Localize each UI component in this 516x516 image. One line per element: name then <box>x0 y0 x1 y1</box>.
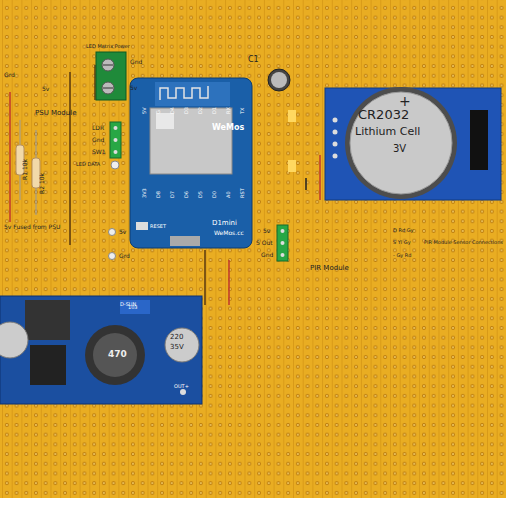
label-text: - Gy Rd <box>393 253 411 258</box>
label-text: LED Matrix Power <box>86 44 130 49</box>
label-text: CR2032 <box>358 108 409 121</box>
label-text: 5V <box>142 107 147 114</box>
label-text: Grd <box>4 72 15 78</box>
label-text: 5v Fused from PSU <box>4 224 60 230</box>
label-text: PIR Module <box>310 265 349 272</box>
label-text: C1 <box>248 56 259 64</box>
psu-module: PSU Module47022035VD-SUN103OUT+ <box>0 296 202 416</box>
label-text: D7 <box>170 191 175 198</box>
label-text: D5 <box>198 191 203 198</box>
label-text: RESET <box>150 224 166 229</box>
label-text: D1 <box>212 107 217 114</box>
label-text: R2 10k <box>39 173 45 194</box>
label-text: Lithium Cell <box>355 126 420 137</box>
label-text: WeMos.cc <box>214 230 244 236</box>
label-text: D2 <box>198 107 203 114</box>
label-text: D3 <box>184 107 189 114</box>
label-text: 220 <box>170 334 183 341</box>
label-text: Grd <box>119 253 130 259</box>
label-text: D4 <box>170 107 175 114</box>
label-text: 5v <box>130 85 137 91</box>
label-text: LED DATA <box>76 162 100 167</box>
label-text: PSU Module <box>35 110 76 117</box>
wemos-d1-mini: 5V G D4 D3 D2 D1 RX TX 3V3 D8 D7 D6 D5 D0 A0 RST WeMosD1… <box>130 78 252 248</box>
label-text: D1mini <box>212 220 237 227</box>
label-text: PIR Module Sensor Connections <box>424 240 503 245</box>
label-text: LDR <box>92 125 104 131</box>
label-text: D6 <box>184 191 189 198</box>
label-text: TX <box>240 108 245 114</box>
label-text: S Yl Gy <box>393 240 411 245</box>
label-text: 103 <box>128 305 138 310</box>
rtc-module: +CR2032Lithium Cell 3V <box>325 88 501 200</box>
label-text: D0 <box>212 191 217 198</box>
label-text: Gnd <box>130 59 142 65</box>
label-text: SW1 <box>92 149 106 155</box>
label-text: R1 10k <box>22 159 28 180</box>
label-text: Gnd <box>92 137 104 143</box>
label-text: 5v <box>42 86 49 92</box>
label-text: 3V <box>393 144 406 154</box>
label-text: 5v <box>263 228 270 234</box>
label-text: WeMos <box>212 124 244 132</box>
label-text: OUT+ <box>174 384 189 389</box>
label-text: S Out <box>256 240 273 246</box>
label-text: 35V <box>170 344 184 351</box>
label-text: RX <box>226 107 231 114</box>
label-text: 3V3 <box>142 188 147 198</box>
label-text: Gnd <box>261 252 273 258</box>
label-text: G <box>156 110 161 114</box>
label-text: D8 <box>156 191 161 198</box>
label-text: 470 <box>108 350 127 359</box>
label-text: + <box>399 94 411 108</box>
label-text: A0 <box>226 191 231 198</box>
label-text: D Rd Gy <box>393 228 414 233</box>
label-text: RST <box>240 188 245 198</box>
label-text: 5v <box>119 229 126 235</box>
